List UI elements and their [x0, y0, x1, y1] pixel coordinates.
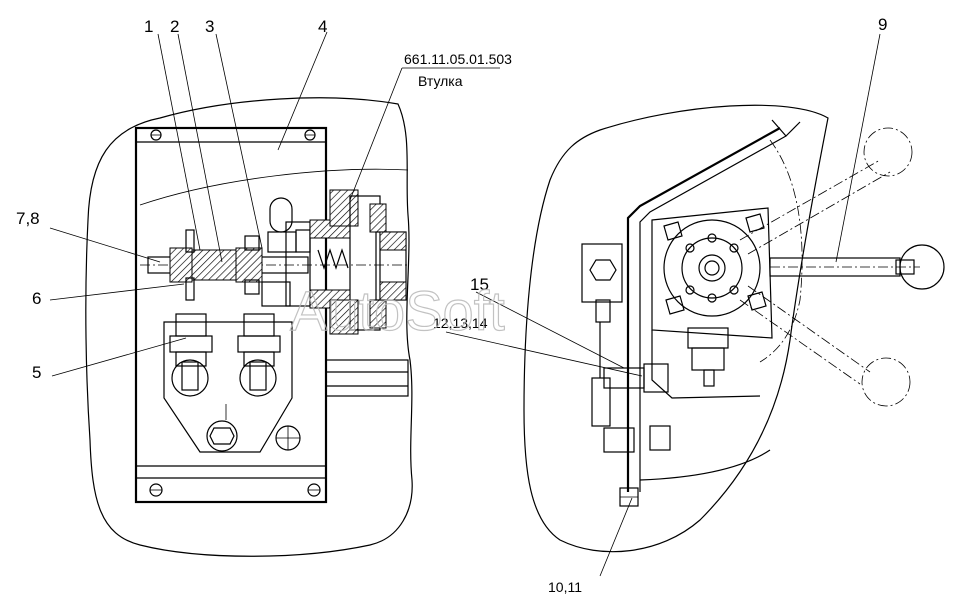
flange [663, 219, 761, 317]
callout-15: 15 [470, 275, 489, 294]
callout-7-8: 7,8 [16, 209, 40, 228]
callout-labels: 1 2 3 4 7,8 6 5 9 15 12,13,14 10,11 661.… [16, 15, 887, 595]
switch-block [163, 321, 293, 453]
right-wall-outline [523, 104, 829, 553]
callout-3: 3 [205, 17, 214, 36]
watermark: AutoSoft [290, 279, 505, 342]
callout-4: 4 [318, 17, 327, 36]
bracket-frame [134, 126, 328, 504]
side-panel [626, 127, 781, 492]
left-view [85, 97, 413, 557]
callout-6: 6 [32, 289, 41, 308]
part-note-code: 661.11.05.01.503 [404, 51, 512, 67]
part-note-name: Втулка [418, 73, 463, 89]
left-hidden-arc [139, 168, 409, 206]
callout-10-11: 10,11 [548, 579, 582, 595]
left-wall-outline [85, 97, 413, 557]
callout-12-13-14: 12,13,14 [433, 315, 488, 331]
callout-9: 9 [878, 15, 887, 34]
leader-lines [49, 31, 881, 577]
callout-5: 5 [32, 363, 41, 382]
right-view [523, 104, 945, 553]
callout-2: 2 [170, 17, 179, 36]
callout-1: 1 [144, 17, 153, 36]
